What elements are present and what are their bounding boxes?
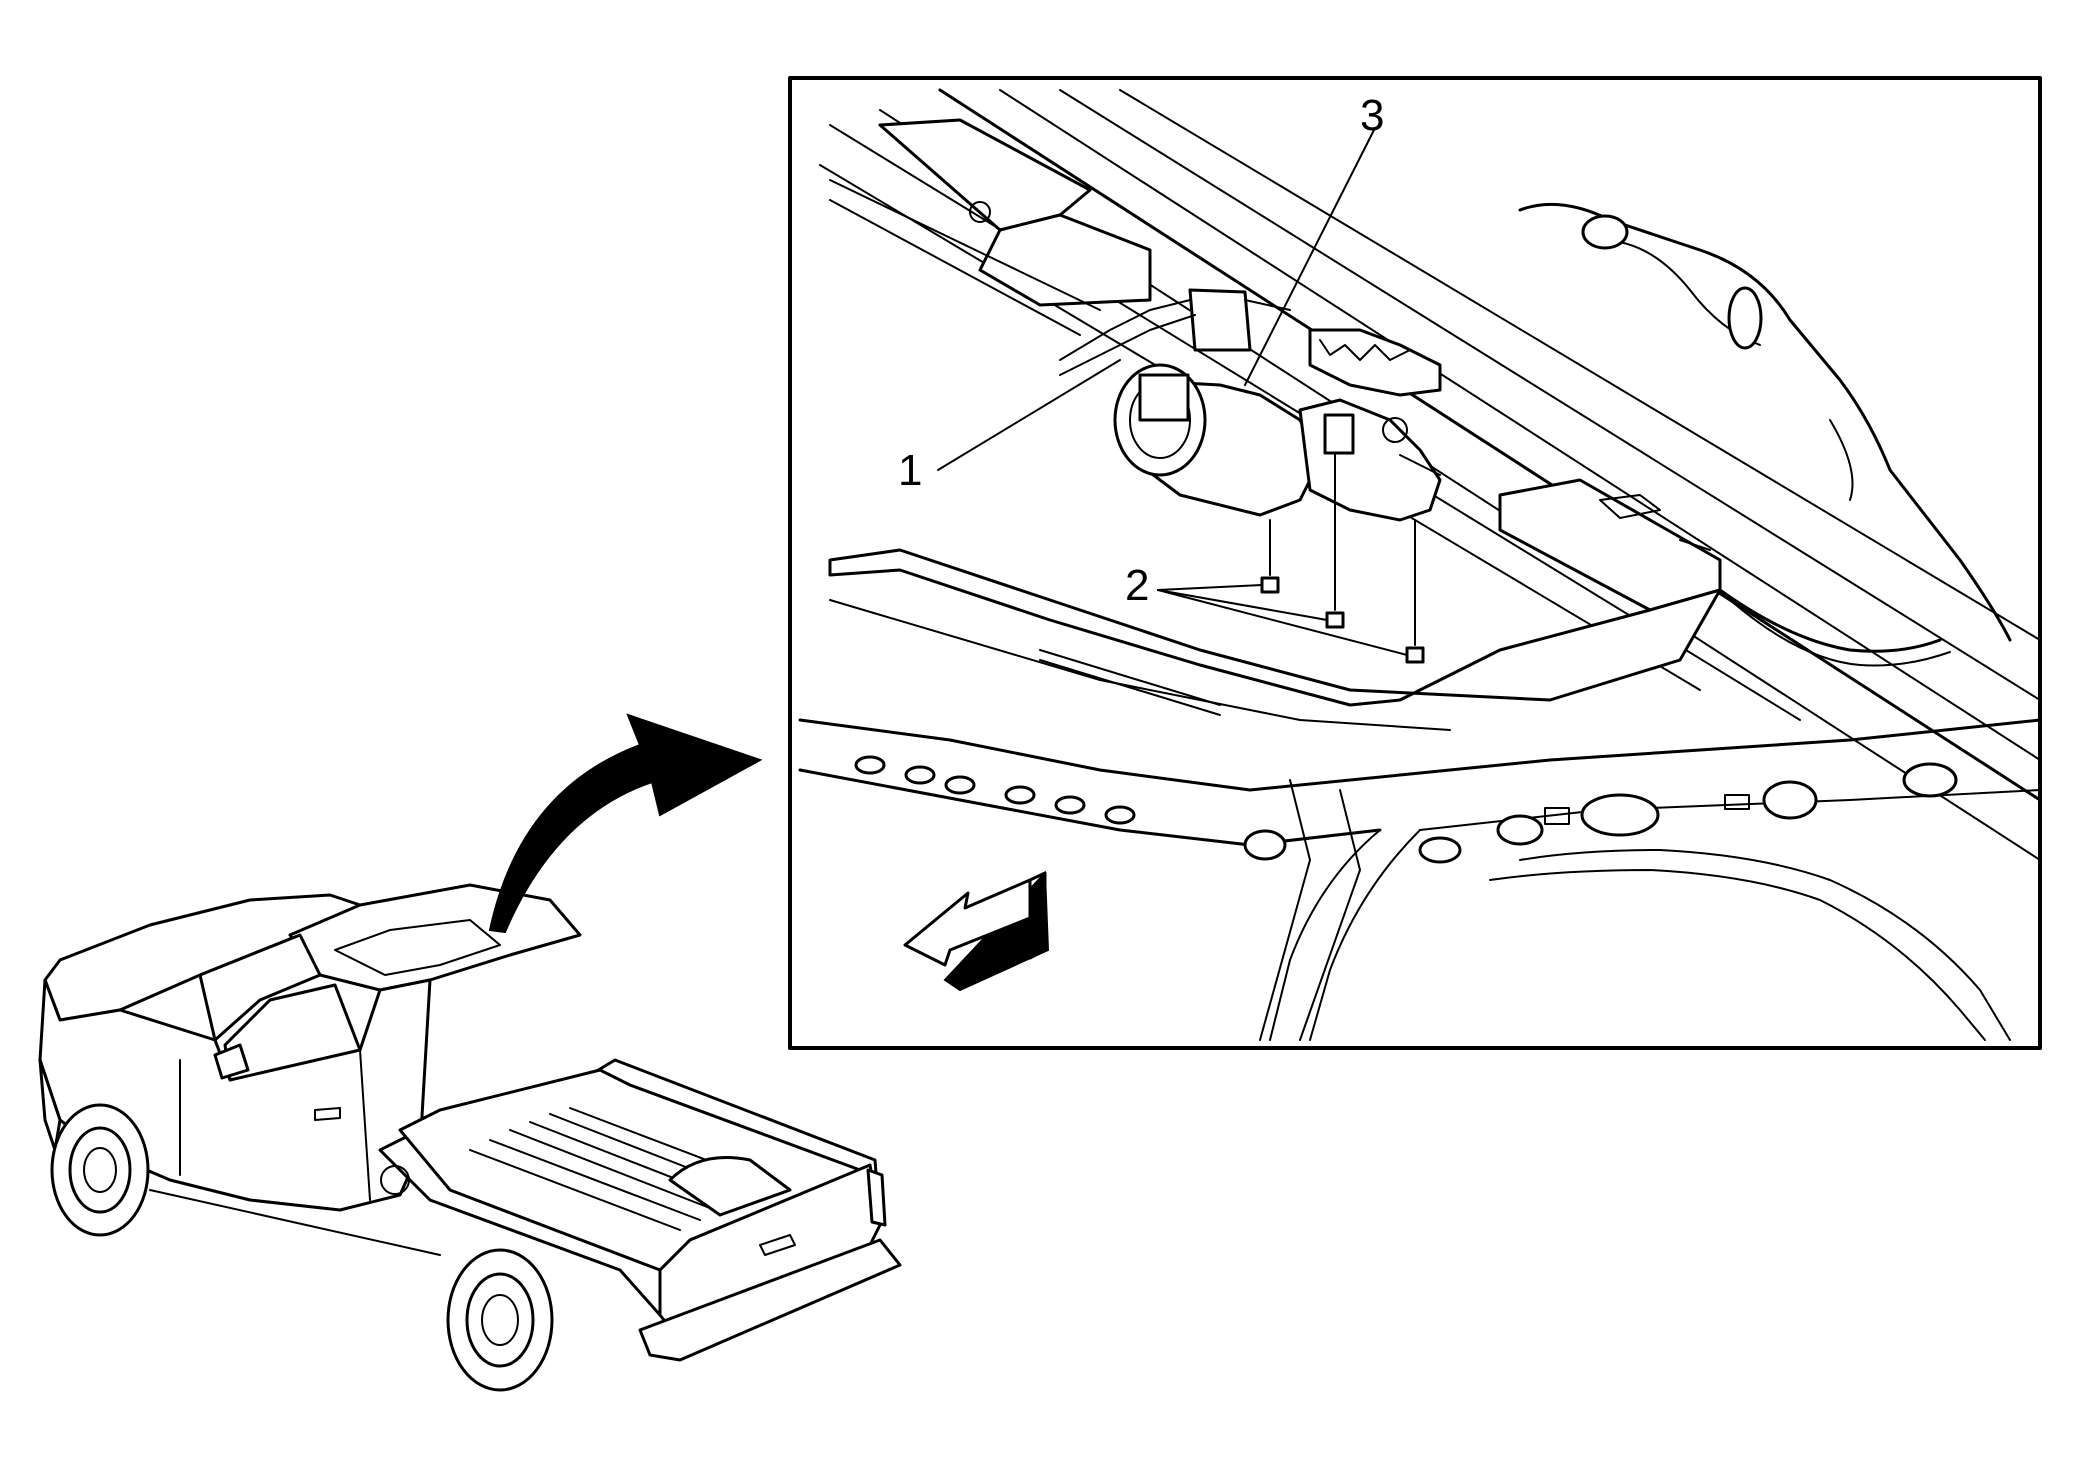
callout-2: 2 bbox=[1125, 561, 1149, 610]
front-direction-arrow-icon bbox=[903, 870, 1050, 992]
leader-line-2c bbox=[1157, 589, 1408, 656]
leader-line-1 bbox=[937, 359, 1121, 471]
leader-line-3 bbox=[1244, 127, 1376, 386]
callout-1: 1 bbox=[898, 446, 922, 495]
pickup-truck-icon bbox=[38, 883, 902, 1392]
leader-line-2b bbox=[1157, 589, 1328, 621]
detail-view: 1 2 3 bbox=[788, 76, 2042, 1050]
callout-3: 3 bbox=[1360, 91, 1384, 140]
leader-line-2a bbox=[1157, 584, 1263, 591]
curved-pointer-arrow-icon bbox=[488, 713, 763, 934]
